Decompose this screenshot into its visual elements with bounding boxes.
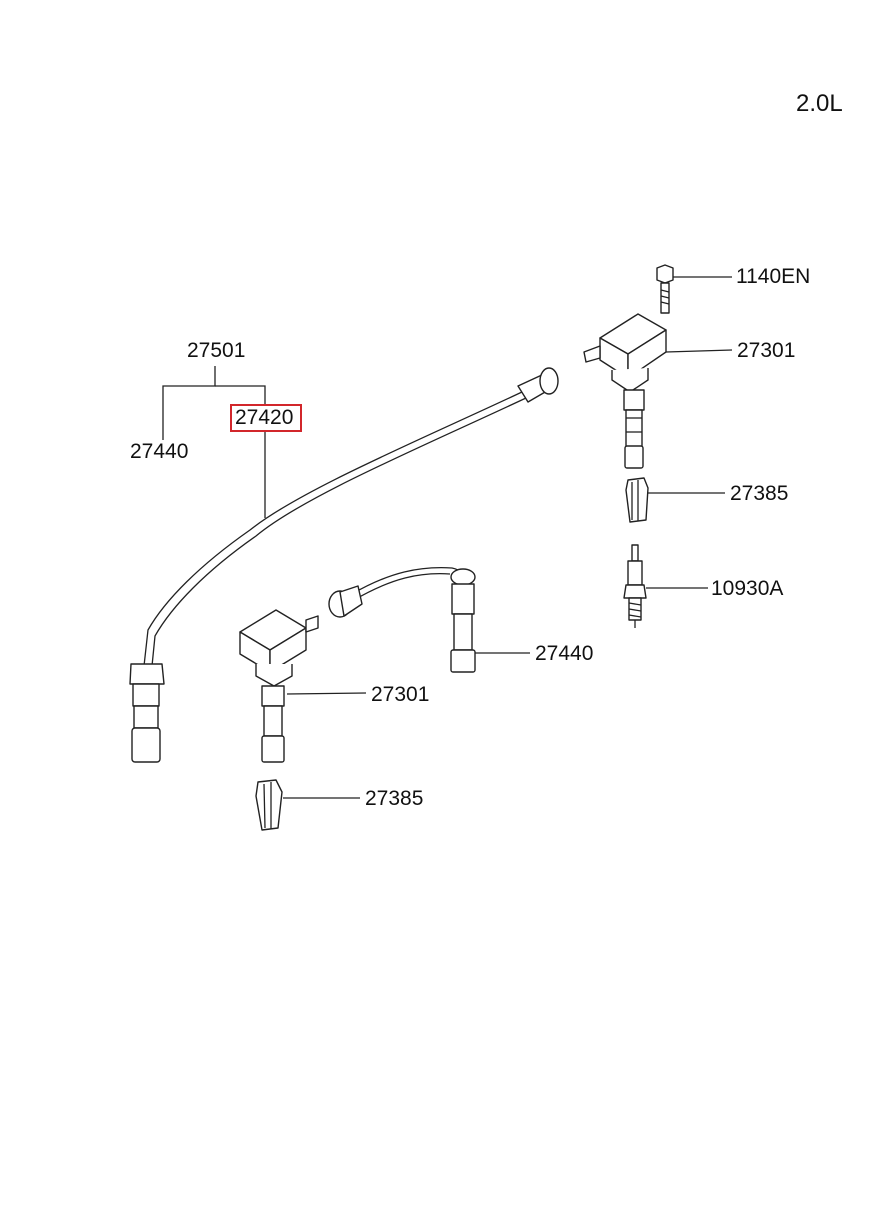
callout-cable-set[interactable]: 27501	[187, 339, 246, 362]
callout-cable-long-alt[interactable]: 27440	[130, 440, 189, 463]
callout-cable-short[interactable]: 27440	[535, 642, 594, 665]
bolt-part	[656, 264, 674, 314]
callout-bolt[interactable]: 1140EN	[736, 265, 811, 288]
coil-upper-part	[583, 313, 667, 469]
variant-label: 2.0L	[796, 90, 843, 117]
callout-boot-upper[interactable]: 27385	[730, 482, 789, 505]
boot-lower-part	[255, 779, 283, 831]
callout-spark-plug[interactable]: 10930A	[711, 577, 784, 600]
boot-upper-part	[625, 477, 649, 523]
long-cable-part	[129, 367, 559, 763]
highlight-box	[230, 404, 302, 432]
callout-cable-long[interactable]: 27420	[235, 406, 294, 429]
short-cable-part	[328, 567, 476, 673]
coil-lower-part	[239, 609, 319, 763]
callout-boot-lower[interactable]: 27385	[365, 787, 424, 810]
spark-plug-part	[623, 544, 647, 628]
callout-coil-upper[interactable]: 27301	[737, 339, 796, 362]
callout-coil-lower[interactable]: 27301	[371, 683, 430, 706]
leader-lines	[162, 276, 733, 799]
